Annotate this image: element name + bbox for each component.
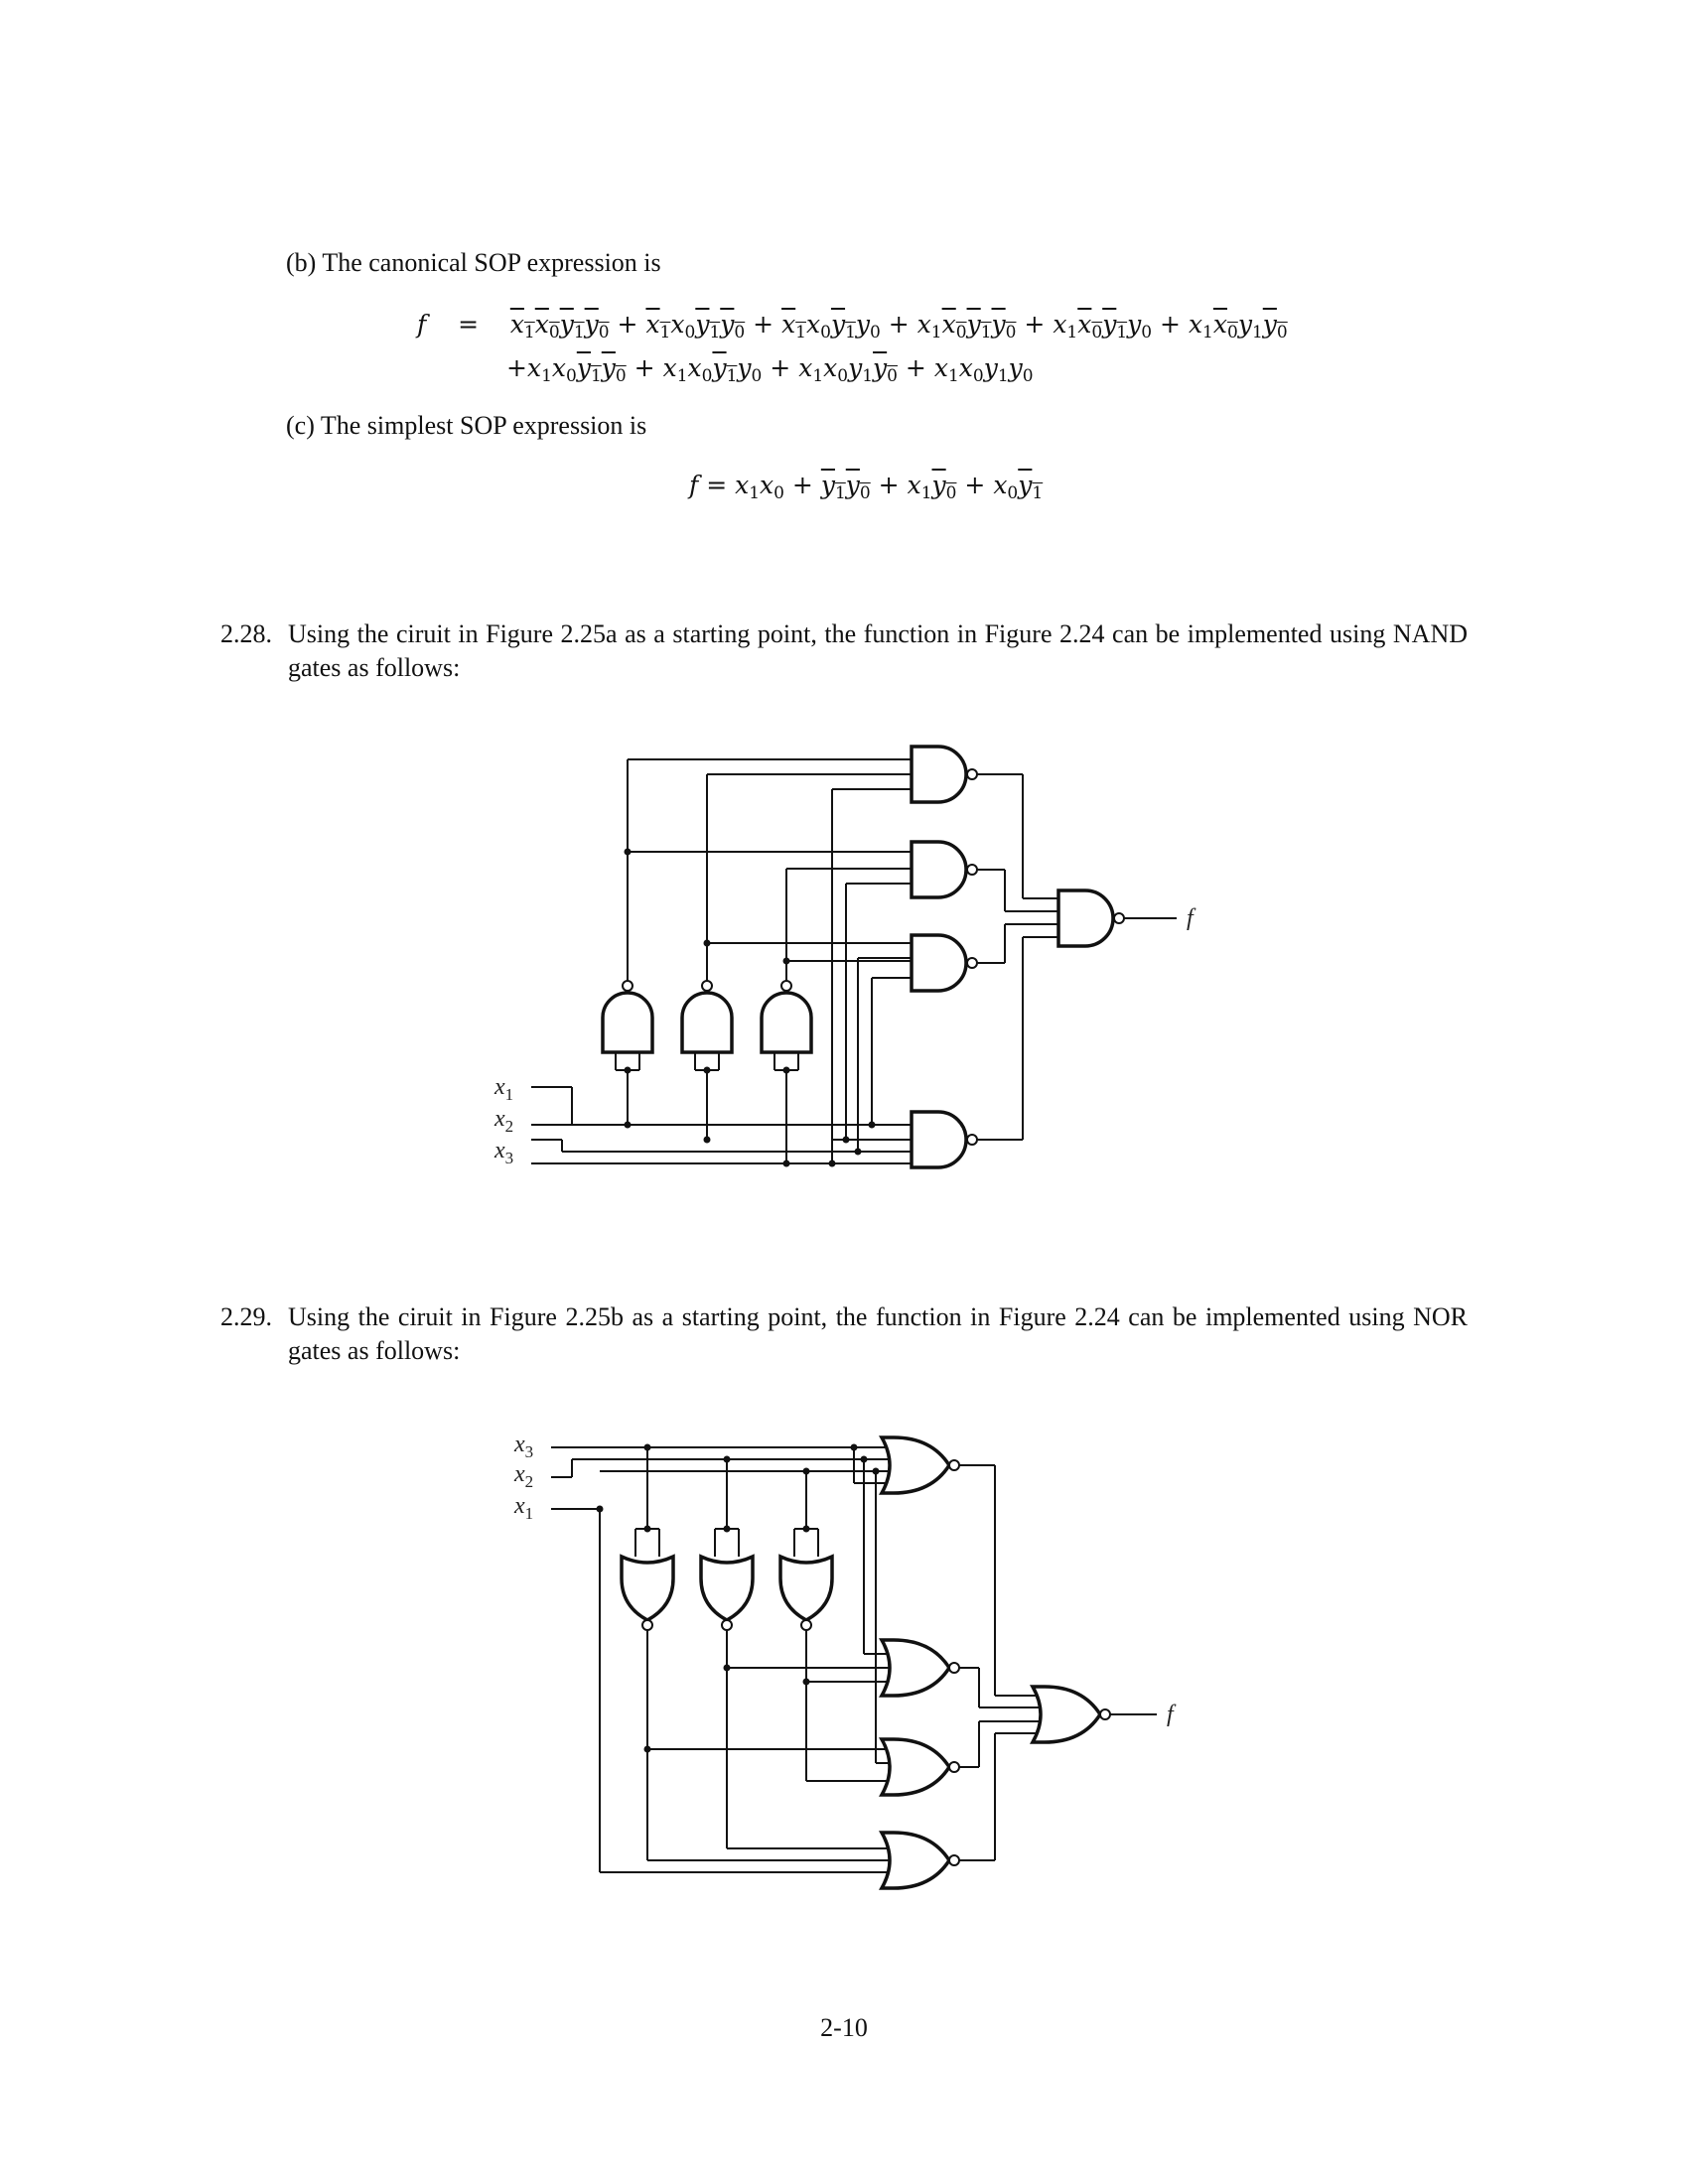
nor-gate-2 [878,1638,960,1698]
nor-final-gate [1029,1685,1157,1744]
nor-input-label-x3: x3 [513,1432,533,1461]
nor-output-label: f [1167,1702,1177,1727]
problem-text: Using the ciruit in Figure 2.25b as a st… [288,1302,1468,1365]
nand-gate-2 [910,840,978,899]
problem-text: Using the ciruit in Figure 2.25a as a st… [288,619,1468,682]
nor-inverter-3 [778,1471,834,1631]
nor-gate-4 [878,1831,960,1890]
problem-number: 2.29. [220,1302,272,1331]
nor-inverter-2 [699,1459,755,1631]
nand-gate-3 [910,933,978,993]
nand-gate-1 [910,745,978,804]
simplest-sop: f = x1x0 + y1y0 + x1y0 + x0y1 [689,471,1044,503]
nand-output-wires [977,773,1058,1141]
nand-output-label: f [1187,905,1196,931]
nor-output-wires [959,1464,1039,1861]
nor-input-taps [853,1447,889,1764]
nor-input-label-x2: x2 [513,1461,533,1491]
nand-inverter-1 [601,980,654,1125]
section-b-intro: (b) The canonical SOP expression is [286,248,661,277]
nor-gate-3 [878,1737,960,1797]
nand-final-gate [1056,888,1177,948]
canonical-sop-line-1: f = x1x0y1y0 + x1x0y1y0 + x1x0y1y0 + x1x… [417,310,1288,342]
canonical-sop-line-2: +x1x0y1y0 + x1x0y1y0 + x1x0y1y0 + x1x0y1… [506,353,1034,386]
section-c-intro: (c) The simplest SOP expression is [286,411,647,440]
problem-number: 2.28. [220,619,272,648]
nor-input-label-x1: x1 [513,1493,533,1523]
nand-input-taps [831,788,912,1163]
nor-inverter-outputs [646,1630,889,1861]
nor-gate-1 [878,1435,960,1495]
page-number: 2-10 [820,2013,868,2042]
nand-gate-4 [910,1110,978,1169]
nand-inverter-3 [760,980,813,1163]
nor-junction-dots [596,1443,880,1753]
nor-inverter-1 [620,1447,675,1631]
nand-junction-dots [624,848,876,1167]
